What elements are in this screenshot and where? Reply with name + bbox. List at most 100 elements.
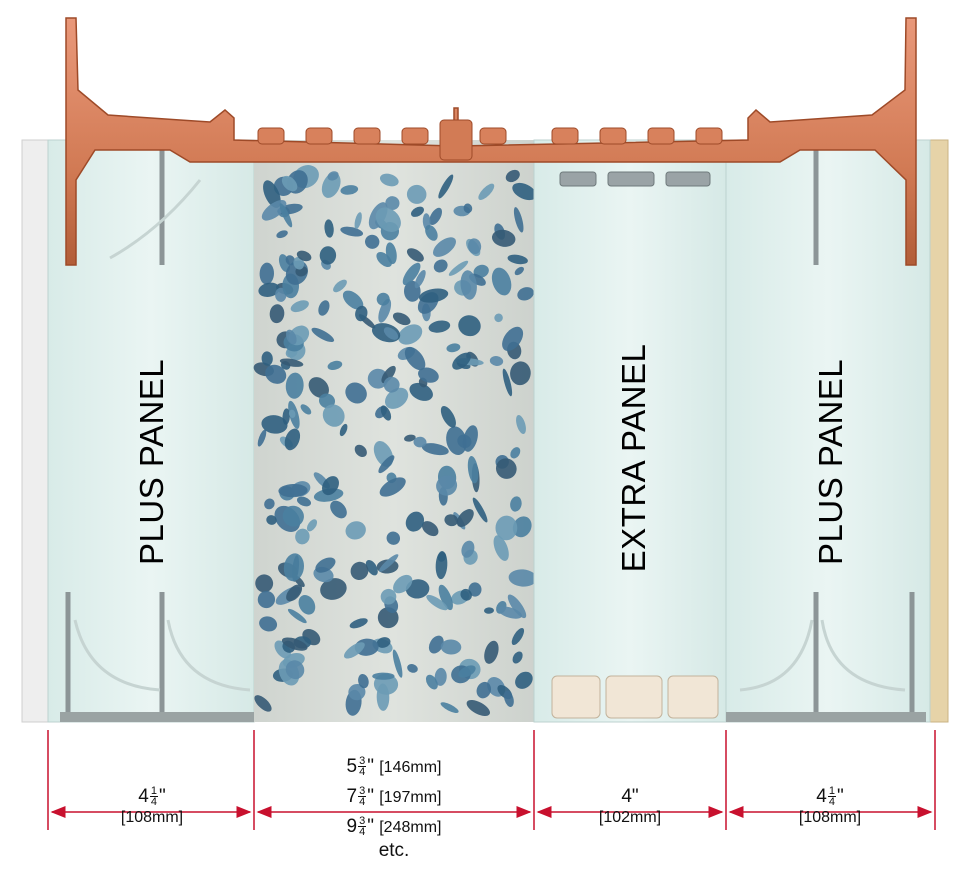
- aggregate-stone: [340, 185, 359, 195]
- aggregate-stone: [345, 382, 367, 404]
- aggregate-stone: [426, 594, 448, 611]
- aggregate-stone: [515, 671, 533, 689]
- aggregate-stone: [502, 368, 513, 397]
- aggregate-stone: [411, 206, 424, 217]
- aggregate-stone: [510, 361, 531, 386]
- aggregate-stone: [282, 505, 304, 527]
- aggregate-stone: [367, 368, 389, 389]
- aggregate-stone: [407, 664, 418, 673]
- aggregate-stone: [406, 248, 424, 262]
- aggregate-stone: [460, 588, 472, 601]
- aggregate-stone: [372, 672, 395, 680]
- aggregate-stone: [381, 365, 396, 384]
- aggregate-stone: [264, 498, 275, 510]
- aggregate-stone: [434, 667, 447, 686]
- aggregate-stone: [432, 237, 457, 257]
- aggregate-stone: [462, 425, 478, 452]
- aggregate-stone: [418, 288, 449, 303]
- aggregate-stone: [446, 426, 467, 456]
- aggregate-stone: [406, 184, 427, 204]
- aggregate-stone: [333, 279, 347, 293]
- plus-panel-right: [725, 139, 931, 723]
- aggregate-stone: [284, 428, 301, 451]
- aggregate-stone: [392, 312, 411, 326]
- aggregate-stone: [378, 455, 395, 474]
- aggregate-stone: [463, 203, 473, 214]
- aggregate-stone: [460, 270, 477, 300]
- aggregate-stone: [281, 175, 298, 192]
- aggregate-stone: [379, 554, 399, 572]
- aggregate-stone: [298, 595, 316, 615]
- aggregate-stone: [349, 618, 368, 629]
- aggregate-stone: [300, 404, 312, 415]
- aggregate-stone: [261, 351, 273, 366]
- aggregate-stone: [315, 557, 336, 573]
- aggregate-stone: [376, 637, 391, 648]
- aggregate-stone: [510, 447, 521, 459]
- aggregate-stone: [494, 313, 503, 323]
- aggregate-stone: [433, 259, 448, 273]
- aggregate-stone: [290, 300, 309, 313]
- aggregate-stone: [493, 535, 509, 561]
- aggregate-stone: [288, 409, 296, 418]
- aggregate-stone: [405, 511, 425, 532]
- aggregate-stone: [378, 298, 392, 323]
- aggregate-stone: [511, 628, 525, 645]
- aggregate-stone: [484, 640, 499, 664]
- aggregate-stone: [327, 360, 343, 370]
- aggregate-stone: [380, 405, 392, 421]
- aggregate-stone: [444, 514, 459, 527]
- aggregate-stone: [476, 681, 492, 699]
- aggregate-stone: [276, 230, 288, 239]
- aggregate-stone: [429, 207, 442, 225]
- aggregate-stone: [319, 246, 337, 265]
- aggregate-stone: [339, 423, 348, 437]
- aggregate-stone: [379, 477, 406, 497]
- aggregate-stone: [263, 180, 281, 208]
- aggregate-stone: [283, 553, 304, 582]
- aggregate-stone: [466, 700, 491, 716]
- aggregate-stone: [386, 531, 401, 545]
- aggregate-stone: [279, 203, 293, 228]
- aggregate-stone: [440, 702, 459, 713]
- web-strip-curves: [73, 179, 906, 692]
- aggregate-stone: [428, 635, 444, 654]
- aggregate-stone: [467, 456, 479, 484]
- aggregate-stone: [343, 642, 365, 659]
- aggregate-stone: [379, 173, 399, 187]
- aggregate-stone: [497, 606, 522, 619]
- aggregate-stone: [322, 404, 345, 427]
- aggregate-stone: [517, 287, 534, 301]
- aggregate-stone: [472, 497, 488, 523]
- aggregate-stone: [495, 458, 517, 479]
- aggregate-stone: [489, 356, 504, 366]
- aggregate-stone: [261, 415, 288, 434]
- dimension-extra: 4" [102mm]: [598, 786, 662, 826]
- aggregate-stone: [484, 607, 494, 614]
- aggregate-stone: [365, 234, 380, 249]
- aggregate-stone: [322, 476, 339, 496]
- extra-panel-top-clips: [559, 171, 711, 187]
- aggregate-stone: [512, 651, 523, 664]
- aggregate-stone: [258, 282, 280, 297]
- aggregate-stone: [478, 183, 495, 200]
- aggregate-stone: [295, 528, 310, 545]
- aggregate-stone: [278, 483, 308, 498]
- aggregate-stone: [413, 436, 427, 448]
- aggregate-stone: [458, 315, 481, 337]
- aggregate-stone: [404, 434, 416, 442]
- aggregate-stone: [376, 292, 390, 306]
- aggregate-stone: [393, 574, 413, 594]
- extra-panel: [533, 139, 727, 723]
- aggregate-stone: [269, 304, 285, 324]
- aggregate-stone: [354, 444, 367, 458]
- aggregate-stone: [435, 551, 448, 580]
- core-etc: etc.: [378, 840, 410, 861]
- aggregate-stone: [405, 579, 430, 599]
- aggregate-stone: [436, 475, 458, 496]
- aggregate-stone: [281, 637, 308, 651]
- aggregate-stone: [514, 266, 524, 276]
